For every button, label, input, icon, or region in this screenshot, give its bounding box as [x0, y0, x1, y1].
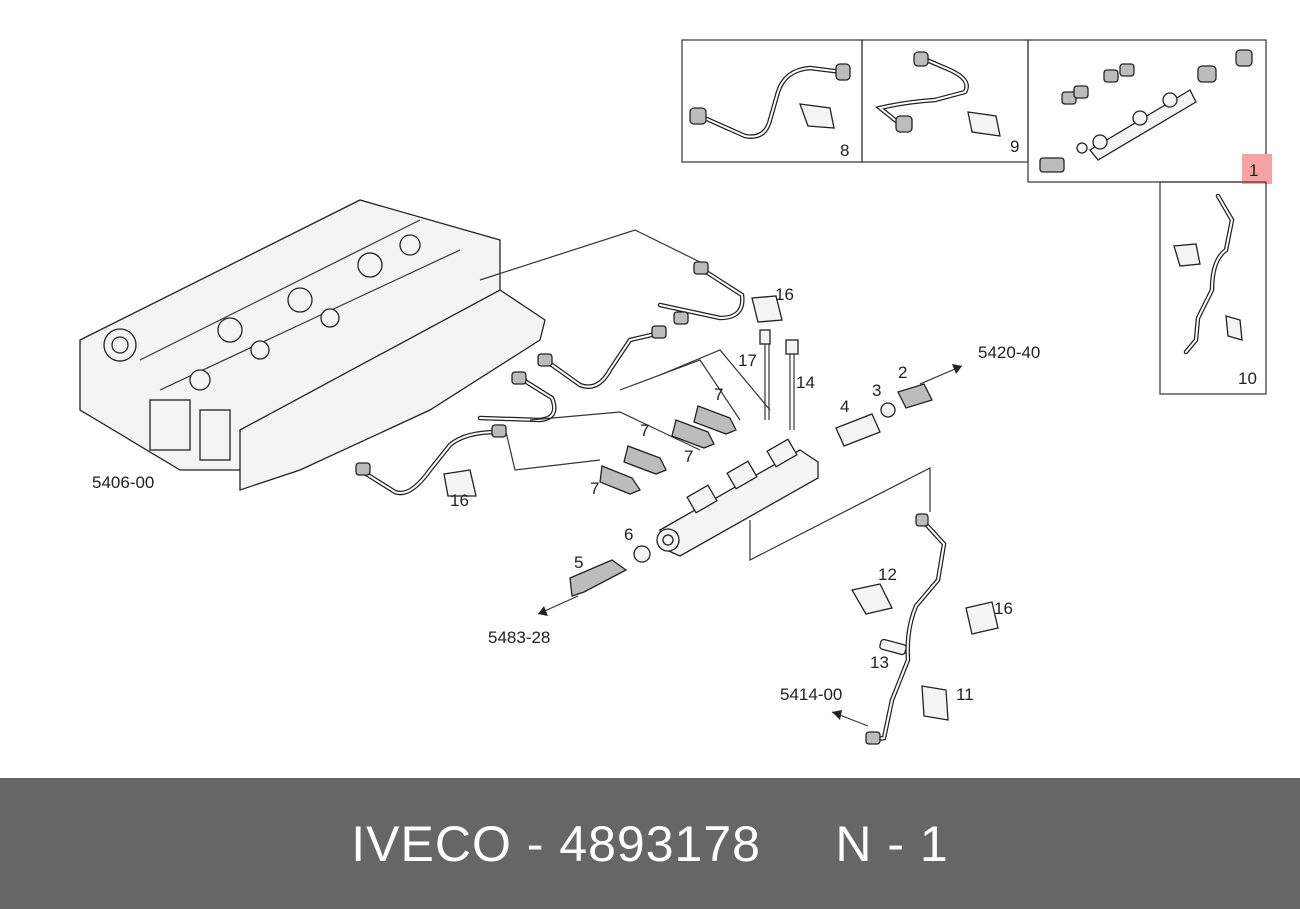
highlight-badge: 1	[1242, 154, 1272, 184]
callout-9: 9	[1010, 137, 1019, 156]
callout-11: 11	[956, 685, 974, 704]
leader-lines	[479, 229, 931, 561]
return-pipe	[865, 513, 947, 745]
clips	[443, 295, 999, 721]
callout-7-d: 7	[590, 479, 599, 498]
callout-1: 1	[1249, 161, 1258, 180]
rail-sensor	[569, 545, 651, 597]
callout-4: 4	[840, 397, 849, 416]
cylinder-head	[79, 199, 546, 491]
callout-16-b: 16	[450, 491, 469, 510]
callout-7-b: 7	[640, 421, 649, 440]
inset-pipe-9	[861, 39, 1029, 163]
arrows	[537, 364, 963, 727]
inset-pipe-8	[681, 39, 863, 163]
callout-12: 12	[878, 565, 897, 584]
callout-3: 3	[872, 381, 881, 400]
callout-6: 6	[624, 525, 633, 544]
callout-14: 14	[796, 373, 815, 392]
ref-return: 5414-00	[780, 685, 842, 704]
callout-16-a: 16	[775, 285, 794, 304]
bolts	[759, 329, 799, 430]
inset-rail-assembly	[1027, 39, 1267, 183]
callout-17: 17	[738, 351, 757, 370]
callout-5: 5	[574, 553, 583, 572]
callout-10: 10	[1238, 369, 1257, 388]
connectors-7	[599, 405, 737, 495]
callout-2: 2	[898, 363, 907, 382]
footer-bar: IVECO - 4893178 N - 1	[0, 778, 1300, 909]
ref-rail-out: 5420-40	[978, 343, 1040, 362]
parts-diagram: 1	[79, 39, 1272, 745]
inset-pipe-10	[1159, 181, 1267, 395]
pressure-valve	[835, 383, 933, 447]
callout-16-c: 16	[994, 599, 1013, 618]
callout-8: 8	[840, 141, 849, 160]
ref-cylinder-head: 5406-00	[92, 473, 154, 492]
common-rail	[656, 438, 819, 557]
callout-7-c: 7	[684, 447, 693, 466]
part-number-caption: IVECO - 4893178 N - 1	[351, 815, 949, 872]
ref-sensor: 5483-28	[488, 628, 550, 647]
callout-13: 13	[870, 653, 889, 672]
callout-7-a: 7	[714, 385, 723, 404]
injector-pipes	[355, 261, 745, 496]
